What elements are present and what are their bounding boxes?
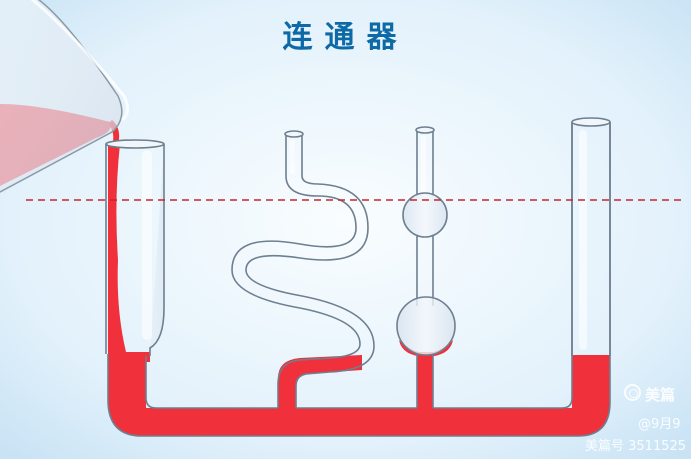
- bottom-tube-inner-outline: [145, 122, 573, 409]
- liquid: [108, 120, 610, 436]
- liquid-bulb-bottom: [399, 340, 453, 357]
- watermark-id: 美篇号 3511525: [585, 439, 687, 454]
- page-title: 连通器: [282, 20, 409, 55]
- liquid-bottom-tube: [108, 354, 610, 436]
- right-tube-mouth: [571, 117, 611, 127]
- upper-bulb: [402, 192, 448, 238]
- beaker-rim: [30, 0, 129, 122]
- left-tube-mouth: [105, 139, 165, 149]
- pouring-beaker: [0, 0, 129, 193]
- beaker-body: [0, 0, 123, 193]
- bulb-tube-glass: [416, 130, 434, 408]
- watermark-user: @9月9: [638, 417, 681, 432]
- glass-highlights: [142, 130, 587, 350]
- left-tube-outline: [105, 144, 165, 356]
- s-tube-mouth: [284, 130, 304, 138]
- liquid-left-tube: [108, 144, 150, 362]
- bulb-tube-mouth: [415, 126, 435, 134]
- liquid-right-tube: [572, 355, 610, 405]
- liquid-s-tube: [278, 355, 362, 410]
- lower-bulb: [396, 296, 456, 356]
- glass-vessels: [105, 117, 611, 437]
- watermark-brand: 美篇: [645, 386, 676, 404]
- watermark-logo-icon: [624, 384, 641, 401]
- liquid-bulb-tube: [417, 352, 433, 410]
- bottom-tube-outline: [107, 122, 611, 437]
- right-tube-glass: [571, 122, 611, 356]
